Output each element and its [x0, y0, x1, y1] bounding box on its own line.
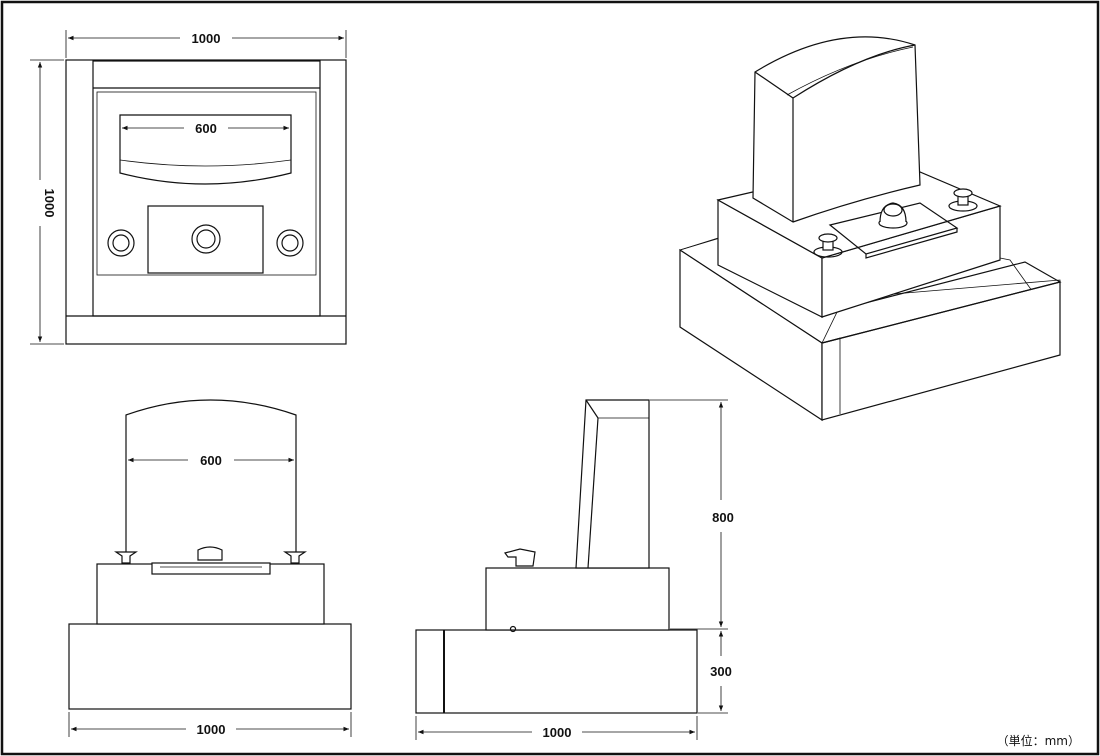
- isometric-view: [679, 36, 1062, 422]
- front-inner-width-label: 600: [200, 453, 222, 468]
- side-height-upper-label: 800: [712, 510, 734, 525]
- plan-inner-width-label: 600: [195, 121, 217, 136]
- plan-width-label: 1000: [192, 31, 221, 46]
- plan-width-dimension: 1000: [65, 30, 347, 58]
- front-width-label: 1000: [197, 722, 226, 737]
- side-width-label: 1000: [543, 725, 572, 740]
- side-height-dimensions: 800 300: [650, 399, 734, 714]
- unit-note: （単位：mm）: [997, 733, 1080, 748]
- plan-depth-dimension: 1000: [30, 59, 64, 345]
- side-elevation: [415, 399, 698, 714]
- plan-depth-label: 1000: [42, 189, 57, 218]
- front-width-dimension: 1000: [68, 712, 352, 737]
- plan-view: [65, 59, 347, 345]
- side-width-dimension: 1000: [415, 716, 698, 740]
- front-elevation: [68, 399, 352, 710]
- plan-inner-width-dimension: 600: [122, 121, 289, 136]
- front-inner-width-dimension: 600: [128, 453, 294, 468]
- side-height-lower-label: 300: [710, 664, 732, 679]
